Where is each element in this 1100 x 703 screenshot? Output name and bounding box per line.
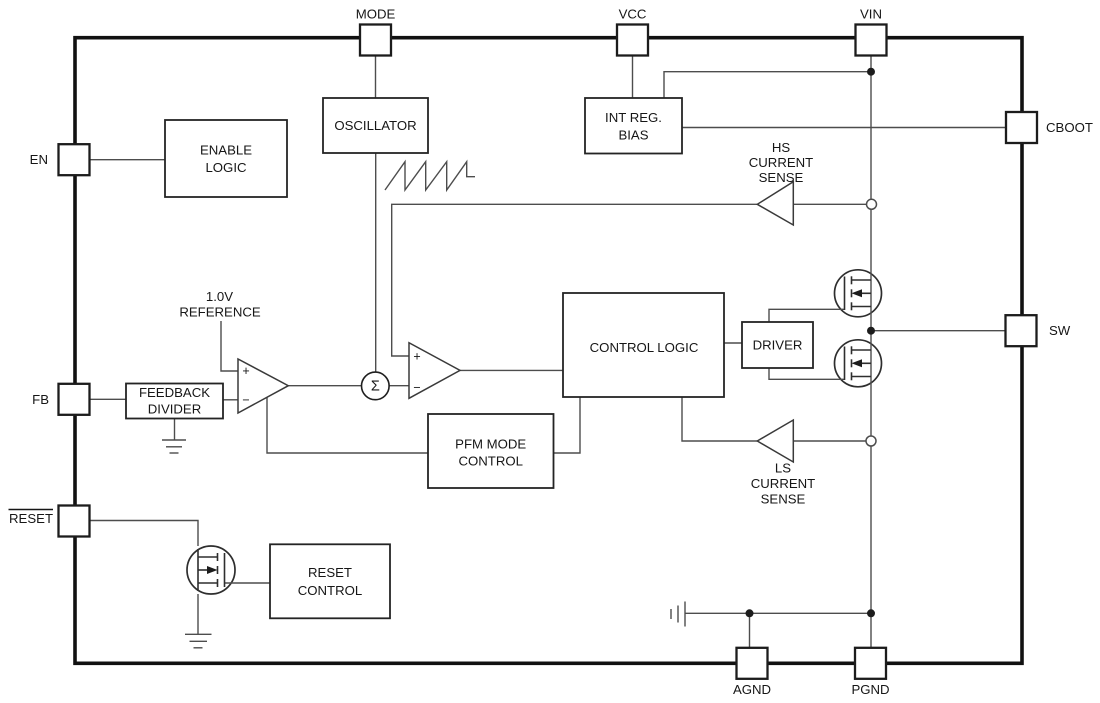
block-pfm-mode-control: PFM MODE CONTROL	[427, 413, 555, 489]
int-reg-bias-label2: BIAS	[618, 128, 648, 143]
switch-node-dot	[867, 326, 875, 335]
pin-agnd-label: AGND	[733, 682, 771, 697]
feedback-divider-label: FEEDBACK	[139, 385, 210, 400]
pin-vin: VIN	[854, 7, 888, 57]
ls-current-sense-label: LS	[775, 461, 791, 476]
pin-vin-label: VIN	[860, 7, 882, 22]
ls-sense-tap-circle	[865, 435, 877, 447]
ls-current-sense-label2: CURRENT	[751, 476, 815, 491]
annotations: 1.0V REFERENCE HS CURRENT SENSE LS CURRE…	[179, 140, 815, 507]
driver-label: DRIVER	[753, 338, 803, 353]
pin-agnd: AGND	[733, 646, 771, 697]
ls-current-sense-label3: SENSE	[761, 492, 806, 507]
block-driver: DRIVER	[741, 321, 814, 369]
pin-sw-label: SW	[1049, 323, 1071, 338]
pin-mode: MODE	[356, 7, 396, 57]
pfm-mode-control-label: PFM MODE	[455, 437, 526, 452]
pin-cboot-label: CBOOT	[1046, 120, 1093, 135]
pins: MODE VCC VIN CBOOT SW EN FB RESET	[8, 7, 1093, 697]
error-amp-minus-input: −	[242, 393, 249, 407]
reset-mosfet-internals	[197, 549, 226, 591]
feedback-divider-label2: DIVIDER	[148, 401, 202, 416]
pwm-comparator-plus-input: +	[413, 349, 420, 363]
summing-junction: Σ	[360, 371, 390, 401]
pin-vcc: VCC	[615, 7, 650, 57]
error-amp-plus-input: +	[242, 364, 249, 378]
reference-label: 1.0V	[206, 289, 233, 304]
pwm-comparator: + −	[408, 341, 462, 400]
block-control-logic: CONTROL LOGIC	[562, 292, 725, 398]
hs-current-sense-label3: SENSE	[759, 170, 804, 185]
pin-fb-label: FB	[32, 392, 49, 407]
pgnd-junction-dot	[867, 609, 875, 618]
high-side-mosfet-internals	[843, 276, 871, 311]
reset-control-label2: CONTROL	[298, 583, 362, 598]
pin-pgnd-label: PGND	[851, 682, 889, 697]
low-side-mosfet-internals	[843, 346, 871, 381]
junction-dots	[745, 67, 878, 618]
block-int-reg-bias: INT REG. BIAS	[584, 97, 683, 155]
ic-boundary	[73, 35, 1024, 666]
pin-fb: FB	[32, 382, 91, 416]
ground-symbol-feedback	[162, 439, 186, 454]
ls-current-sense-amp	[755, 418, 795, 464]
enable-logic-label: ENABLE	[200, 143, 252, 158]
pin-en-label: EN	[30, 152, 48, 167]
ground-symbol-agnd	[670, 601, 686, 627]
block-reset-control: RESET CONTROL	[269, 543, 391, 620]
hs-sense-tap-circle	[865, 198, 878, 211]
int-reg-bias-label: INT REG.	[605, 110, 662, 125]
reference-label2: REFERENCE	[179, 304, 261, 319]
block-enable-logic: ENABLE LOGIC	[164, 119, 288, 198]
pin-cboot: CBOOT	[1004, 110, 1093, 145]
pin-sw: SW	[1004, 314, 1071, 348]
block-oscillator: OSCILLATOR	[322, 97, 429, 154]
wires	[90, 55, 1006, 648]
hs-current-sense-label2: CURRENT	[749, 155, 813, 170]
sigma-symbol: Σ	[371, 379, 380, 395]
pin-reset-label: RESET	[9, 511, 53, 526]
sawtooth-waveform-icon	[384, 159, 475, 193]
control-logic-label: CONTROL LOGIC	[590, 340, 699, 355]
vin-junction-dot	[867, 67, 875, 76]
pin-pgnd: PGND	[851, 646, 890, 697]
oscillator-label: OSCILLATOR	[334, 118, 416, 133]
ground-symbol-reset	[185, 633, 212, 649]
agnd-junction-dot	[745, 609, 754, 618]
enable-logic-label2: LOGIC	[205, 160, 247, 175]
pin-en: EN	[30, 143, 91, 177]
error-amplifier: + −	[237, 357, 290, 415]
pin-reset: RESET	[8, 504, 91, 538]
reset-control-label: RESET	[308, 565, 352, 580]
pwm-comparator-minus-input: −	[413, 381, 420, 395]
pin-vcc-label: VCC	[619, 7, 647, 22]
hs-current-sense-amp	[755, 180, 795, 227]
pfm-mode-control-label2: CONTROL	[458, 454, 522, 469]
pin-mode-label: MODE	[356, 7, 396, 22]
hs-current-sense-label: HS	[772, 140, 791, 155]
block-feedback-divider: FEEDBACK DIVIDER	[125, 382, 224, 420]
